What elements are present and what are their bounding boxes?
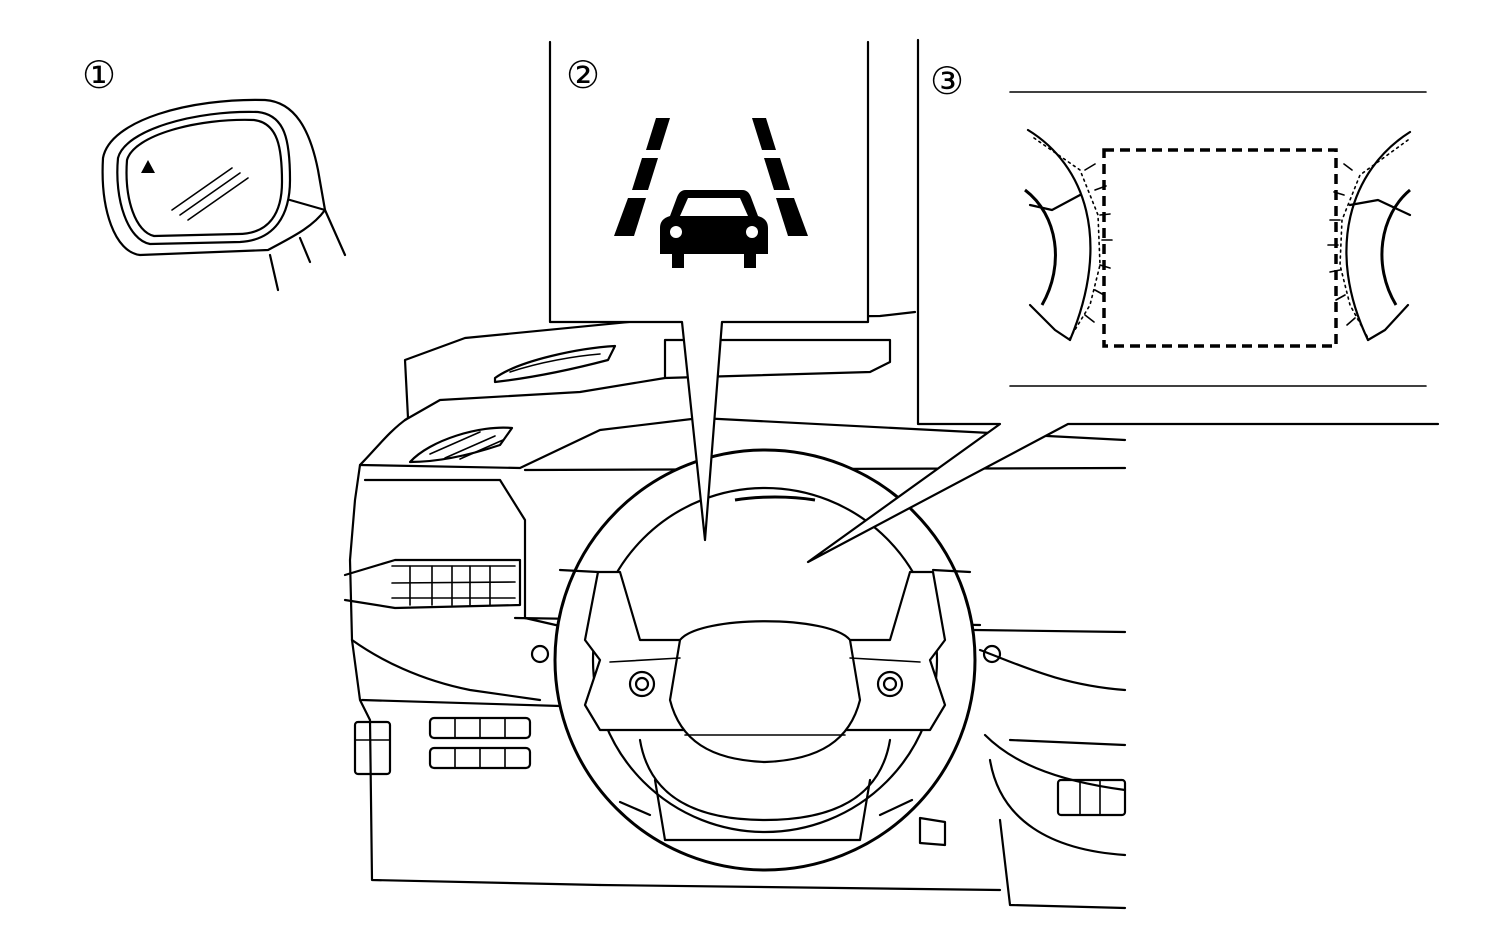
callout-instrument-cluster: ③ — [806, 38, 1440, 564]
side-mirror-icon — [101, 98, 347, 292]
callout-lane-indicator: ② — [548, 40, 870, 542]
right-gauge — [1327, 130, 1412, 342]
lane-callout-box — [548, 40, 870, 542]
callout-mirror: ① — [82, 53, 347, 292]
car-front-icon — [660, 190, 768, 268]
cluster-display-area — [1102, 148, 1338, 348]
callout-number-1: ① — [82, 53, 116, 97]
callout-number-2: ② — [566, 53, 600, 97]
dashboard-illustration — [343, 310, 1127, 910]
callout-number-3: ③ — [930, 59, 964, 103]
triangle-warning-icon — [141, 160, 155, 173]
cluster-callout-box — [806, 38, 1440, 564]
lane-departure-icon — [614, 118, 808, 268]
